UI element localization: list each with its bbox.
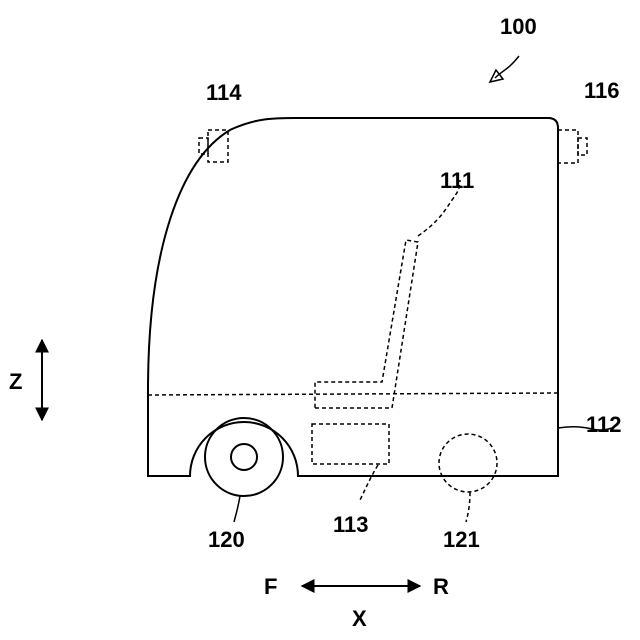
leader-100 bbox=[495, 56, 519, 78]
label-vehicle-100: 100 bbox=[500, 14, 537, 39]
label-rear-direction: R bbox=[433, 574, 449, 599]
rear-sensor-box bbox=[558, 130, 578, 163]
front-wheel-outer bbox=[205, 418, 283, 496]
label-front-sensor-114: 114 bbox=[206, 80, 242, 105]
label-axis-x: X bbox=[352, 606, 367, 631]
rear-wheel bbox=[439, 434, 497, 492]
label-rear-wheel-121: 121 bbox=[443, 527, 480, 552]
label-seat-111: 111 bbox=[440, 168, 474, 193]
label-front-direction: F bbox=[264, 574, 277, 599]
leader-113 bbox=[360, 465, 378, 500]
vehicle-body-outline bbox=[148, 118, 558, 476]
battery-box bbox=[312, 424, 389, 464]
front-sensor-lens bbox=[199, 138, 208, 154]
leader-120 bbox=[234, 496, 240, 522]
floor-dashed-line bbox=[148, 393, 558, 395]
label-battery-113: 113 bbox=[333, 512, 369, 537]
label-rear-sensor-116: 116 bbox=[584, 78, 620, 103]
rear-sensor-lens bbox=[578, 138, 587, 155]
label-body-112: 112 bbox=[586, 412, 622, 437]
leader-121 bbox=[466, 492, 470, 522]
label-front-wheel-120: 120 bbox=[208, 527, 245, 552]
label-axis-z: Z bbox=[9, 369, 22, 394]
front-wheel-hub bbox=[231, 444, 257, 470]
seat-outline bbox=[315, 240, 418, 408]
